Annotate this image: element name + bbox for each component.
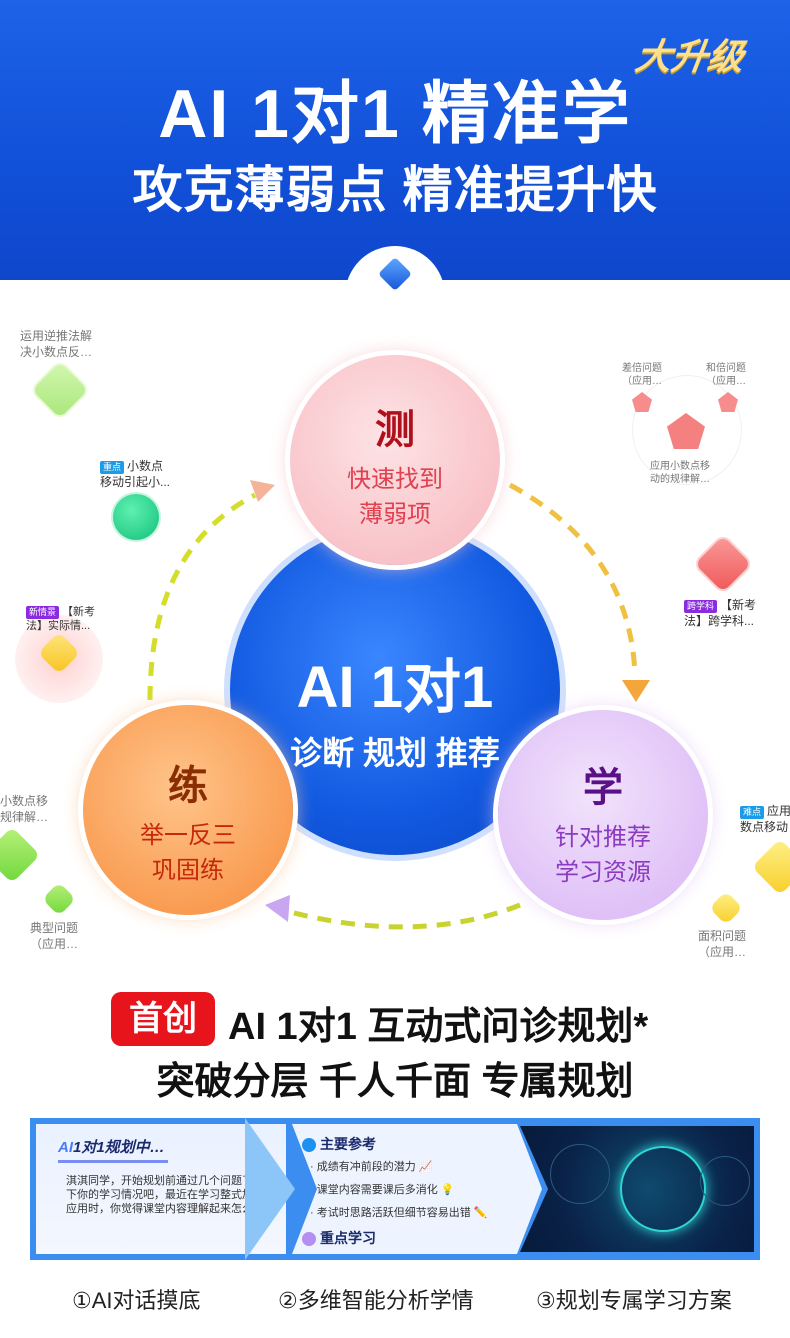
arrow-practice-to-test <box>147 492 257 701</box>
reference-item: · 课堂内容需要课后多消化 💡 <box>310 1184 455 1196</box>
node-label: 面积问题（应用… <box>698 929 747 959</box>
cycle-arrows <box>147 480 650 930</box>
step-1: ①AI对话摸底 <box>72 1288 201 1313</box>
feature-panel: AI1对1规划中… 淇淇同学，开始规划前通过几个问题了解一下你的学习情况吧，最近… <box>30 1118 760 1260</box>
practice-char: 练 <box>168 764 208 808</box>
graph-ring <box>700 1156 750 1206</box>
node-label: 差倍问题（应用… <box>622 363 662 387</box>
arrowhead-icon <box>265 895 290 922</box>
header-banner <box>0 0 790 280</box>
node-label: 典型问题（应用… <box>30 921 79 951</box>
knowledge-node-pentagon[interactable] <box>632 392 652 412</box>
node-label: 新情景【新考法】实际情... <box>26 606 96 632</box>
learn-line2: 学习资源 <box>555 859 651 886</box>
test-line2: 薄弱项 <box>359 501 431 528</box>
ai-label: AI <box>58 1139 73 1156</box>
node-label: 运用逆推法解决小数点反… <box>20 329 93 359</box>
section-subtitle: 突破分层 千人千面 专属规划 <box>156 1061 634 1103</box>
learn-line1: 针对推荐 <box>555 824 651 851</box>
center-title: AI 1对1 <box>296 655 494 720</box>
knowledge-node-circle[interactable] <box>113 494 159 540</box>
reference-title: 主要参考 <box>320 1136 376 1152</box>
node-cluster-ring <box>632 375 742 485</box>
practice-circle: 练 举一反三 巩固练 <box>83 705 293 915</box>
reference-card: 主要参考 · 成绩有冲前段的潜力 📈 · 课堂内容需要课后多消化 💡 · 考试时… <box>292 1124 542 1254</box>
test-circle: 测 快速找到 薄弱项 <box>290 355 500 565</box>
knowledge-graph-preview <box>520 1126 754 1252</box>
chat-title: 1对1规划中… <box>73 1139 165 1156</box>
arrow-learn-to-practice <box>289 902 521 930</box>
title-underline <box>58 1160 168 1163</box>
node-label: 难点应用数点移动 <box>740 804 790 834</box>
learn-circle: 学 针对推荐 学习资源 <box>498 710 708 920</box>
node-label: 跨学科【新考法】跨学科... <box>684 598 757 628</box>
node-label: 和倍问题（应用… <box>706 363 746 387</box>
practice-line1: 举一反三 <box>140 822 236 849</box>
section-title: AI 1对1 互动式问诊规划* <box>228 1006 649 1048</box>
first-badge: 首创 <box>111 992 215 1046</box>
arrow-test-to-learn <box>508 482 638 676</box>
knowledge-node-pentagon[interactable] <box>718 392 738 412</box>
learn-char: 学 <box>583 766 623 810</box>
graph-ring <box>550 1144 610 1204</box>
center-circle: AI 1对1 诊断 规划 推荐 <box>230 525 560 855</box>
test-line1: 快速找到 <box>347 466 443 493</box>
focus-icon <box>302 1232 316 1247</box>
step-2: ②多维智能分析学情 <box>278 1288 474 1313</box>
chevron-arrow-icon <box>245 1118 295 1260</box>
graph-ring <box>620 1146 706 1232</box>
arrowhead-icon <box>622 680 650 702</box>
reference-item: · 成绩有冲前段的潜力 📈 <box>310 1161 433 1173</box>
node-label: 重点小数点移动引起小... <box>100 459 171 489</box>
node-label: 应用小数点移动的规律解… <box>650 461 710 485</box>
node-label: 小数点移规律解… <box>0 794 49 824</box>
arrowhead-icon <box>250 480 275 502</box>
reference-item: · 考试时思路活跃但细节容易出错 ✏️ <box>310 1207 488 1219</box>
page-title: AI 1对1 精准学 <box>158 76 632 152</box>
reference-icon <box>302 1138 316 1153</box>
page-subtitle: 攻克薄弱点 精准提升快 <box>132 162 658 218</box>
practice-line2: 巩固练 <box>152 857 224 884</box>
chat-card: AI1对1规划中… 淇淇同学，开始规划前通过几个问题了解一下你的学习情况吧，最近… <box>36 1124 286 1254</box>
step-3: ③规划专属学习方案 <box>536 1288 732 1313</box>
chat-message: 淇淇同学，开始规划前通过几个问题了解一下你的学习情况吧，最近在学习整式加减的应用… <box>66 1175 275 1215</box>
upgrade-badge: 大升级 <box>632 36 747 77</box>
center-subtitle: 诊断 规划 推荐 <box>290 735 500 771</box>
test-char: 测 <box>375 408 415 452</box>
focus-title: 重点学习 <box>320 1230 376 1246</box>
